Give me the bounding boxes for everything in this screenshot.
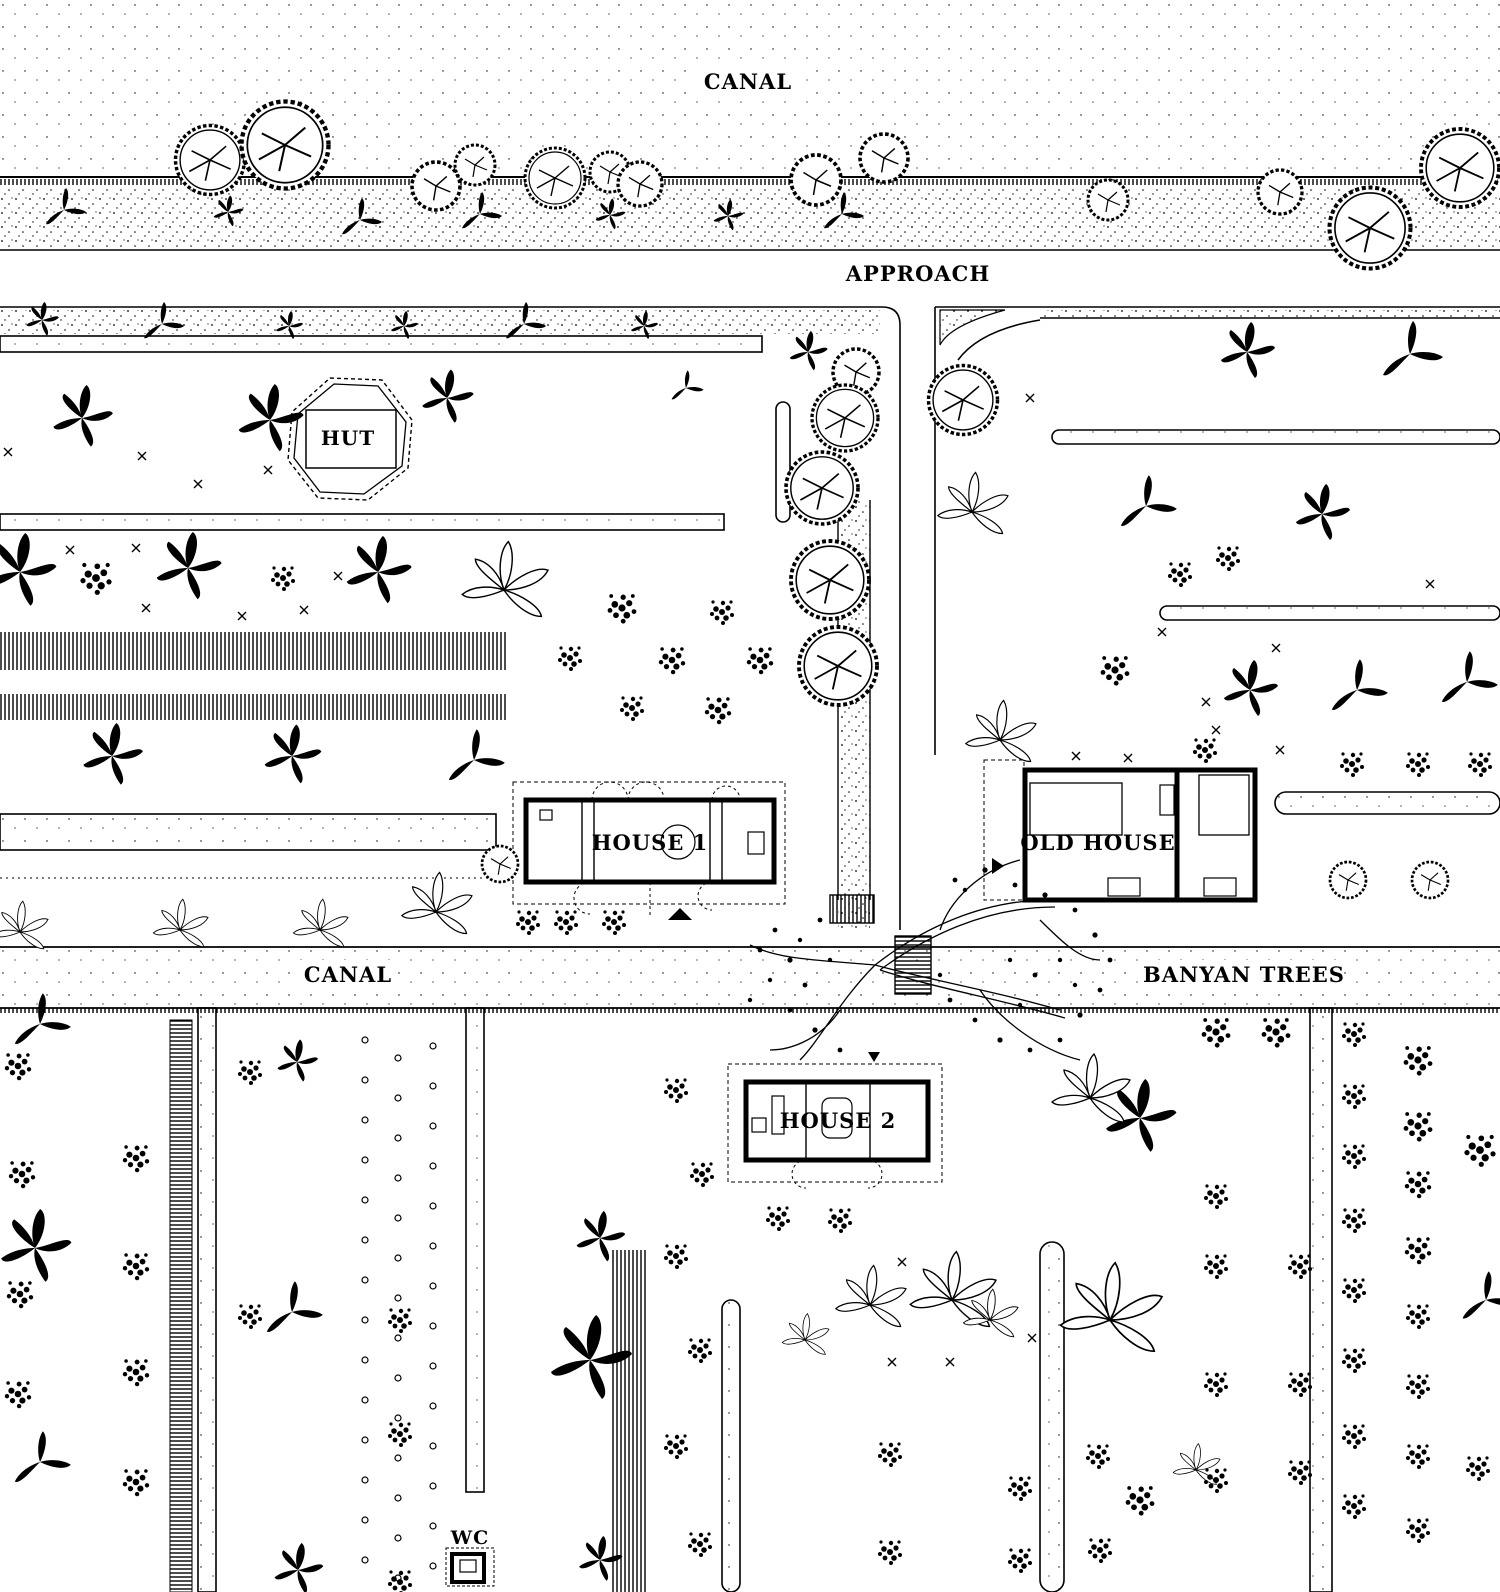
label-hut: HUT	[321, 426, 375, 450]
house-1	[512, 781, 786, 920]
house-2	[727, 1052, 943, 1189]
label-approach: APPROACH	[845, 261, 990, 286]
label-banyan-trees: BANYAN TREES	[1143, 962, 1345, 987]
field-bunds-west	[0, 335, 791, 879]
seedling-rows	[361, 1036, 437, 1582]
label-wc: WC	[450, 1527, 489, 1549]
old-house	[983, 759, 1258, 903]
entry-arrow-icon	[668, 908, 692, 920]
approach-road	[0, 306, 1500, 930]
entry-arrow-icon	[868, 1052, 880, 1062]
label-canal-top: CANAL	[704, 69, 792, 94]
lower-field-bunds	[169, 1007, 1333, 1592]
label-house-2: HOUSE 2	[780, 1108, 897, 1133]
hut	[287, 377, 413, 501]
label-canal-mid: CANAL	[304, 962, 392, 987]
label-house-1: HOUSE 1	[592, 830, 709, 855]
north-bank	[0, 186, 1500, 251]
field-bunds-east	[1051, 429, 1500, 815]
banyan-trees	[747, 859, 1113, 1061]
wc	[445, 1547, 495, 1587]
map-labels: CANAL APPROACH HUT HOUSE 1 OLD HOUSE CAN…	[300, 66, 1345, 1549]
label-old-house: OLD HOUSE	[1020, 830, 1175, 855]
